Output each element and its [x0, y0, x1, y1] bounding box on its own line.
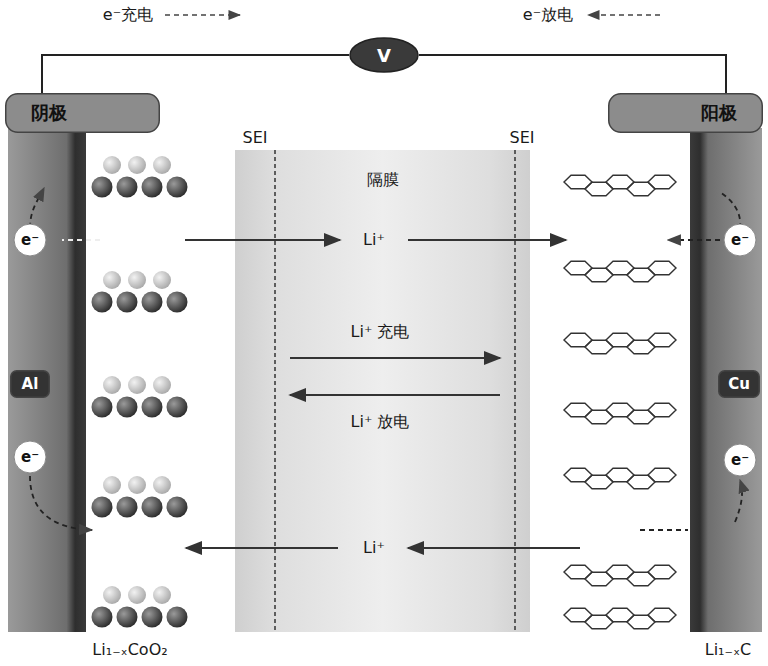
cobalt-oxide-atom	[92, 397, 113, 418]
electron-path	[30, 188, 44, 228]
cobalt-oxide-atom	[92, 497, 113, 518]
ion-arrow	[290, 394, 500, 396]
diagram-label: 隔膜	[367, 170, 399, 189]
diagram-label: Li⁺ 放电	[351, 412, 410, 431]
sei-line	[274, 150, 276, 632]
cathode-lattice	[92, 156, 188, 628]
cathode-terminal: 阴极	[5, 93, 160, 133]
cobalt-oxide-atom	[167, 607, 188, 628]
lithium-atom	[103, 586, 121, 604]
cu-current-collector	[690, 128, 762, 632]
diagram-label: e⁻充电	[103, 5, 153, 24]
graphite-hexagon	[648, 261, 676, 274]
node-text: Al	[22, 375, 39, 393]
electron-path	[62, 239, 100, 241]
diagram-label: e⁻放电	[523, 5, 573, 24]
separator-band	[235, 150, 530, 632]
anode-terminal-shape	[608, 93, 763, 133]
diagram-label: SEI	[510, 128, 535, 147]
node-text: 阴极	[31, 101, 67, 125]
node-text: 阳极	[701, 101, 737, 125]
electron-flow-arrow	[588, 14, 660, 16]
cobalt-oxide-atom	[142, 497, 163, 518]
graphite-hexagon	[648, 608, 676, 621]
cobalt-oxide-atom	[142, 397, 163, 418]
electron-badge: e⁻	[723, 443, 757, 477]
cobalt-oxide-atom	[117, 607, 138, 628]
electron-path	[735, 480, 742, 522]
electrode-material: Li₁₋ₓC	[705, 640, 752, 659]
graphite-hexagon	[648, 468, 676, 481]
cobalt-oxide-atom	[92, 292, 113, 313]
cobalt-oxide-atom	[117, 397, 138, 418]
cobalt-oxide-atom	[167, 397, 188, 418]
lithium-atom	[103, 271, 121, 289]
collector-label: Cu	[718, 370, 760, 398]
cobalt-oxide-atom	[167, 292, 188, 313]
lithium-atom	[153, 476, 171, 494]
cobalt-oxide-atom	[117, 177, 138, 198]
electron-flow-arrow	[165, 14, 240, 16]
ion-arrow	[408, 547, 580, 549]
cobalt-oxide-atom	[117, 497, 138, 518]
sei-line	[514, 150, 516, 632]
electron-badge: e⁻	[13, 223, 47, 257]
lithium-atom	[153, 376, 171, 394]
node-text: V	[377, 45, 391, 66]
node-text: e⁻	[21, 448, 39, 466]
al-current-collector	[8, 128, 86, 632]
lithium-atom	[103, 156, 121, 174]
cobalt-oxide-atom	[92, 177, 113, 198]
cobalt-oxide-atom	[92, 607, 113, 628]
cobalt-oxide-atom	[142, 292, 163, 313]
electron-path	[30, 476, 92, 530]
cathode-terminal-shape	[5, 93, 160, 133]
lithium-atom	[103, 476, 121, 494]
cobalt-oxide-atom	[142, 607, 163, 628]
ion-arrow	[408, 239, 566, 241]
ion-arrow	[186, 547, 338, 549]
voltmeter: V	[349, 37, 419, 73]
electron-path	[720, 192, 740, 228]
node-text: e⁻	[731, 451, 749, 469]
electron-path	[668, 239, 720, 241]
lithium-atom	[128, 586, 146, 604]
diagram-label: Li⁺	[363, 538, 385, 557]
electrode-material: Li₁₋ₓCoO₂	[92, 640, 167, 659]
graphite-hexagon	[648, 403, 676, 416]
ion-arrow	[185, 239, 340, 241]
lithium-atom	[103, 376, 121, 394]
ion-arrow	[290, 357, 500, 359]
lithium-atom	[153, 156, 171, 174]
graphite-hexagon	[648, 333, 676, 346]
cobalt-oxide-atom	[167, 497, 188, 518]
lithium-atom	[128, 476, 146, 494]
lithium-atom	[153, 271, 171, 289]
electron-badge: e⁻	[723, 223, 757, 257]
diagram-label: Li⁺	[363, 230, 385, 249]
lithium-atom	[153, 586, 171, 604]
collector-label: Al	[10, 370, 50, 398]
graphite-hexagon	[648, 565, 676, 578]
lithium-atom	[128, 376, 146, 394]
graphite-layers	[564, 175, 676, 628]
wire	[42, 55, 349, 93]
lithium-atom	[128, 156, 146, 174]
node-text: e⁻	[731, 231, 749, 249]
cobalt-oxide-atom	[117, 292, 138, 313]
diagram-label: Li⁺ 充电	[351, 322, 410, 341]
graphite-hexagon	[648, 175, 676, 188]
node-text: e⁻	[21, 231, 39, 249]
diagram-label: SEI	[243, 128, 268, 147]
wire	[419, 55, 726, 93]
node-text: Cu	[728, 375, 750, 393]
electron-path	[640, 529, 688, 531]
electron-badge: e⁻	[13, 440, 47, 474]
anode-terminal: 阳极	[608, 93, 763, 133]
cobalt-oxide-atom	[167, 177, 188, 198]
cobalt-oxide-atom	[142, 177, 163, 198]
lithium-atom	[128, 271, 146, 289]
